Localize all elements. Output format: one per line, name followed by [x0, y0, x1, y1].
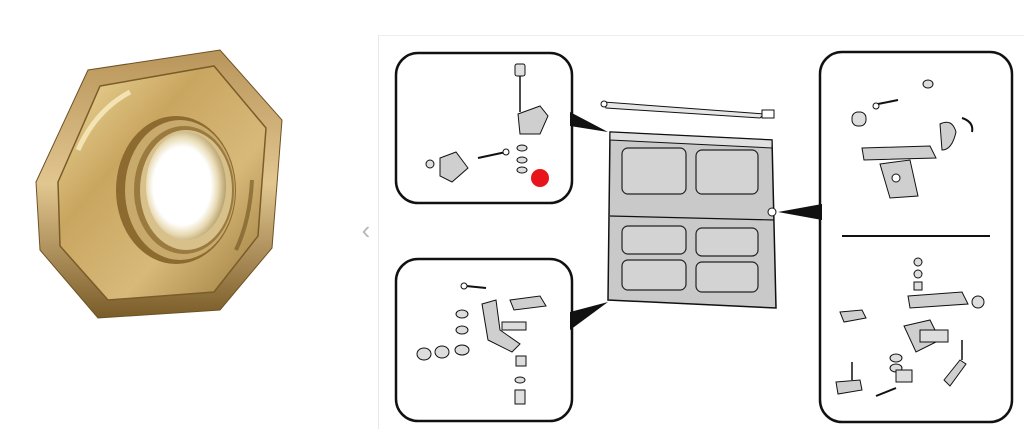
door-panel — [607, 131, 777, 309]
hex-nut-image — [35, 49, 283, 319]
door-rod — [600, 100, 775, 119]
door-window — [621, 225, 687, 255]
gallery-top-border — [378, 35, 1024, 36]
callout-latch — [778, 50, 1014, 424]
door-window — [695, 149, 759, 195]
chevron-left-icon[interactable]: ‹ — [361, 215, 371, 245]
door-window — [621, 147, 687, 195]
highlight-marker — [531, 169, 549, 187]
door-window — [621, 259, 687, 291]
gallery-divider — [378, 35, 379, 429]
callout-upper-hinge — [394, 51, 608, 205]
door-window — [695, 227, 759, 257]
product-photo — [35, 49, 283, 319]
parts-diagram — [394, 50, 1014, 424]
door-window — [695, 261, 759, 293]
callout-lower-hinge — [394, 257, 608, 423]
